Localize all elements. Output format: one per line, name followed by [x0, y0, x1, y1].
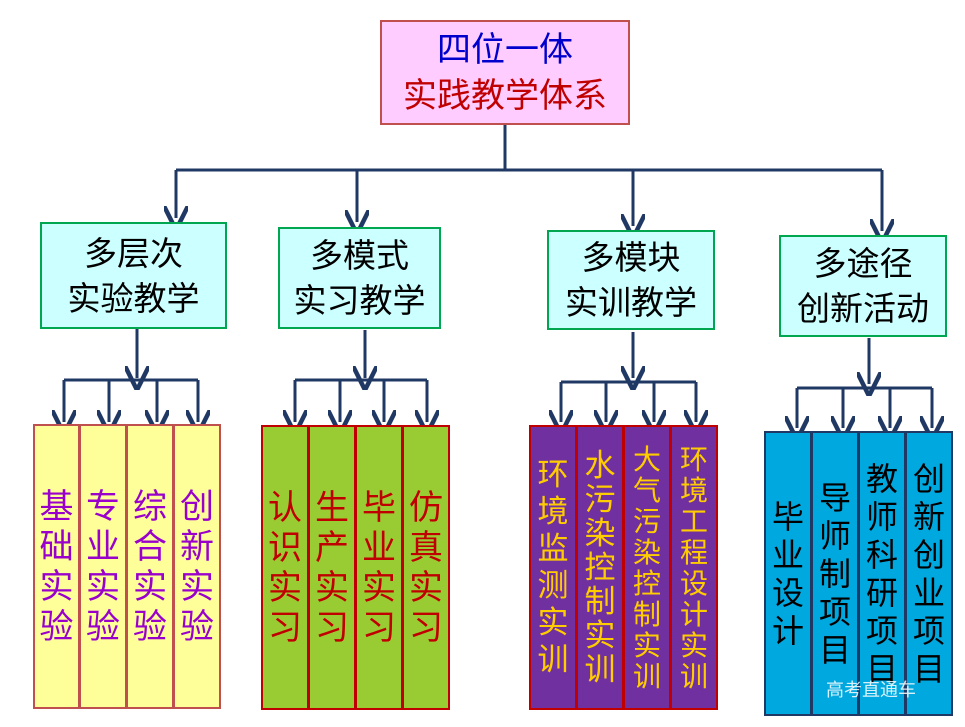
item-column: 毕业设计 — [764, 431, 812, 716]
category-line1: 多模块 — [581, 238, 681, 277]
item-label: 专业实验 — [86, 486, 120, 647]
item-label: 毕业实习 — [362, 487, 396, 648]
item-column: 环境工程设计实训 — [670, 425, 718, 710]
item-column: 创新实验 — [173, 424, 221, 709]
category-line2: 创新活动 — [797, 289, 929, 328]
category-line2: 实习教学 — [293, 281, 426, 320]
item-column: 环境监测实训 — [529, 425, 577, 710]
item-label: 环境工程设计实训 — [679, 442, 708, 693]
item-column: 导师制项目 — [811, 431, 859, 716]
item-label: 生产实习 — [315, 487, 349, 648]
category-line2: 实验教学 — [67, 278, 200, 318]
item-label: 综合实验 — [133, 486, 167, 647]
category-training: 多模块 实训教学 — [547, 230, 715, 330]
root-title-line2: 实践教学体系 — [403, 75, 607, 116]
item-label: 创新实验 — [180, 486, 214, 647]
item-column: 仿真实习 — [402, 425, 450, 710]
item-label: 环境监测实训 — [537, 456, 569, 678]
item-label: 创新创业项目 — [912, 459, 945, 688]
item-column: 毕业实习 — [355, 425, 403, 710]
category-internship: 多模式 实习教学 — [278, 227, 441, 329]
item-label: 仿真实习 — [409, 487, 443, 648]
watermark: 高考直通车 — [826, 680, 916, 701]
item-column: 综合实验 — [126, 424, 174, 709]
item-column: 大气污染控制实训 — [623, 425, 671, 710]
item-column: 教师科研项目 — [858, 431, 906, 716]
item-column: 专业实验 — [79, 424, 127, 709]
item-column: 基础实验 — [33, 424, 80, 709]
item-label: 导师制项目 — [818, 478, 851, 669]
category-line1: 多途径 — [813, 244, 913, 283]
category-innovation: 多途径 创新活动 — [779, 235, 947, 337]
item-label: 教师科研项目 — [865, 459, 898, 688]
category-experiment: 多层次 实验教学 — [40, 222, 227, 329]
item-label: 水污染控制实训 — [584, 447, 616, 688]
root-node: 四位一体 实践教学体系 — [380, 20, 630, 125]
item-label: 基础实验 — [39, 486, 74, 647]
item-column: 创新创业项目 — [905, 431, 953, 716]
item-column: 生产实习 — [308, 425, 356, 710]
category-line2: 实训教学 — [565, 283, 697, 322]
root-title-line1: 四位一体 — [437, 29, 573, 70]
item-column: 认识实习 — [261, 425, 309, 710]
item-label: 毕业设计 — [771, 497, 804, 650]
item-column: 水污染控制实训 — [576, 425, 624, 710]
category-line1: 多层次 — [84, 233, 183, 273]
item-label: 认识实习 — [268, 487, 302, 648]
item-label: 大气污染控制实训 — [632, 442, 661, 693]
category-line1: 多模式 — [310, 236, 409, 275]
